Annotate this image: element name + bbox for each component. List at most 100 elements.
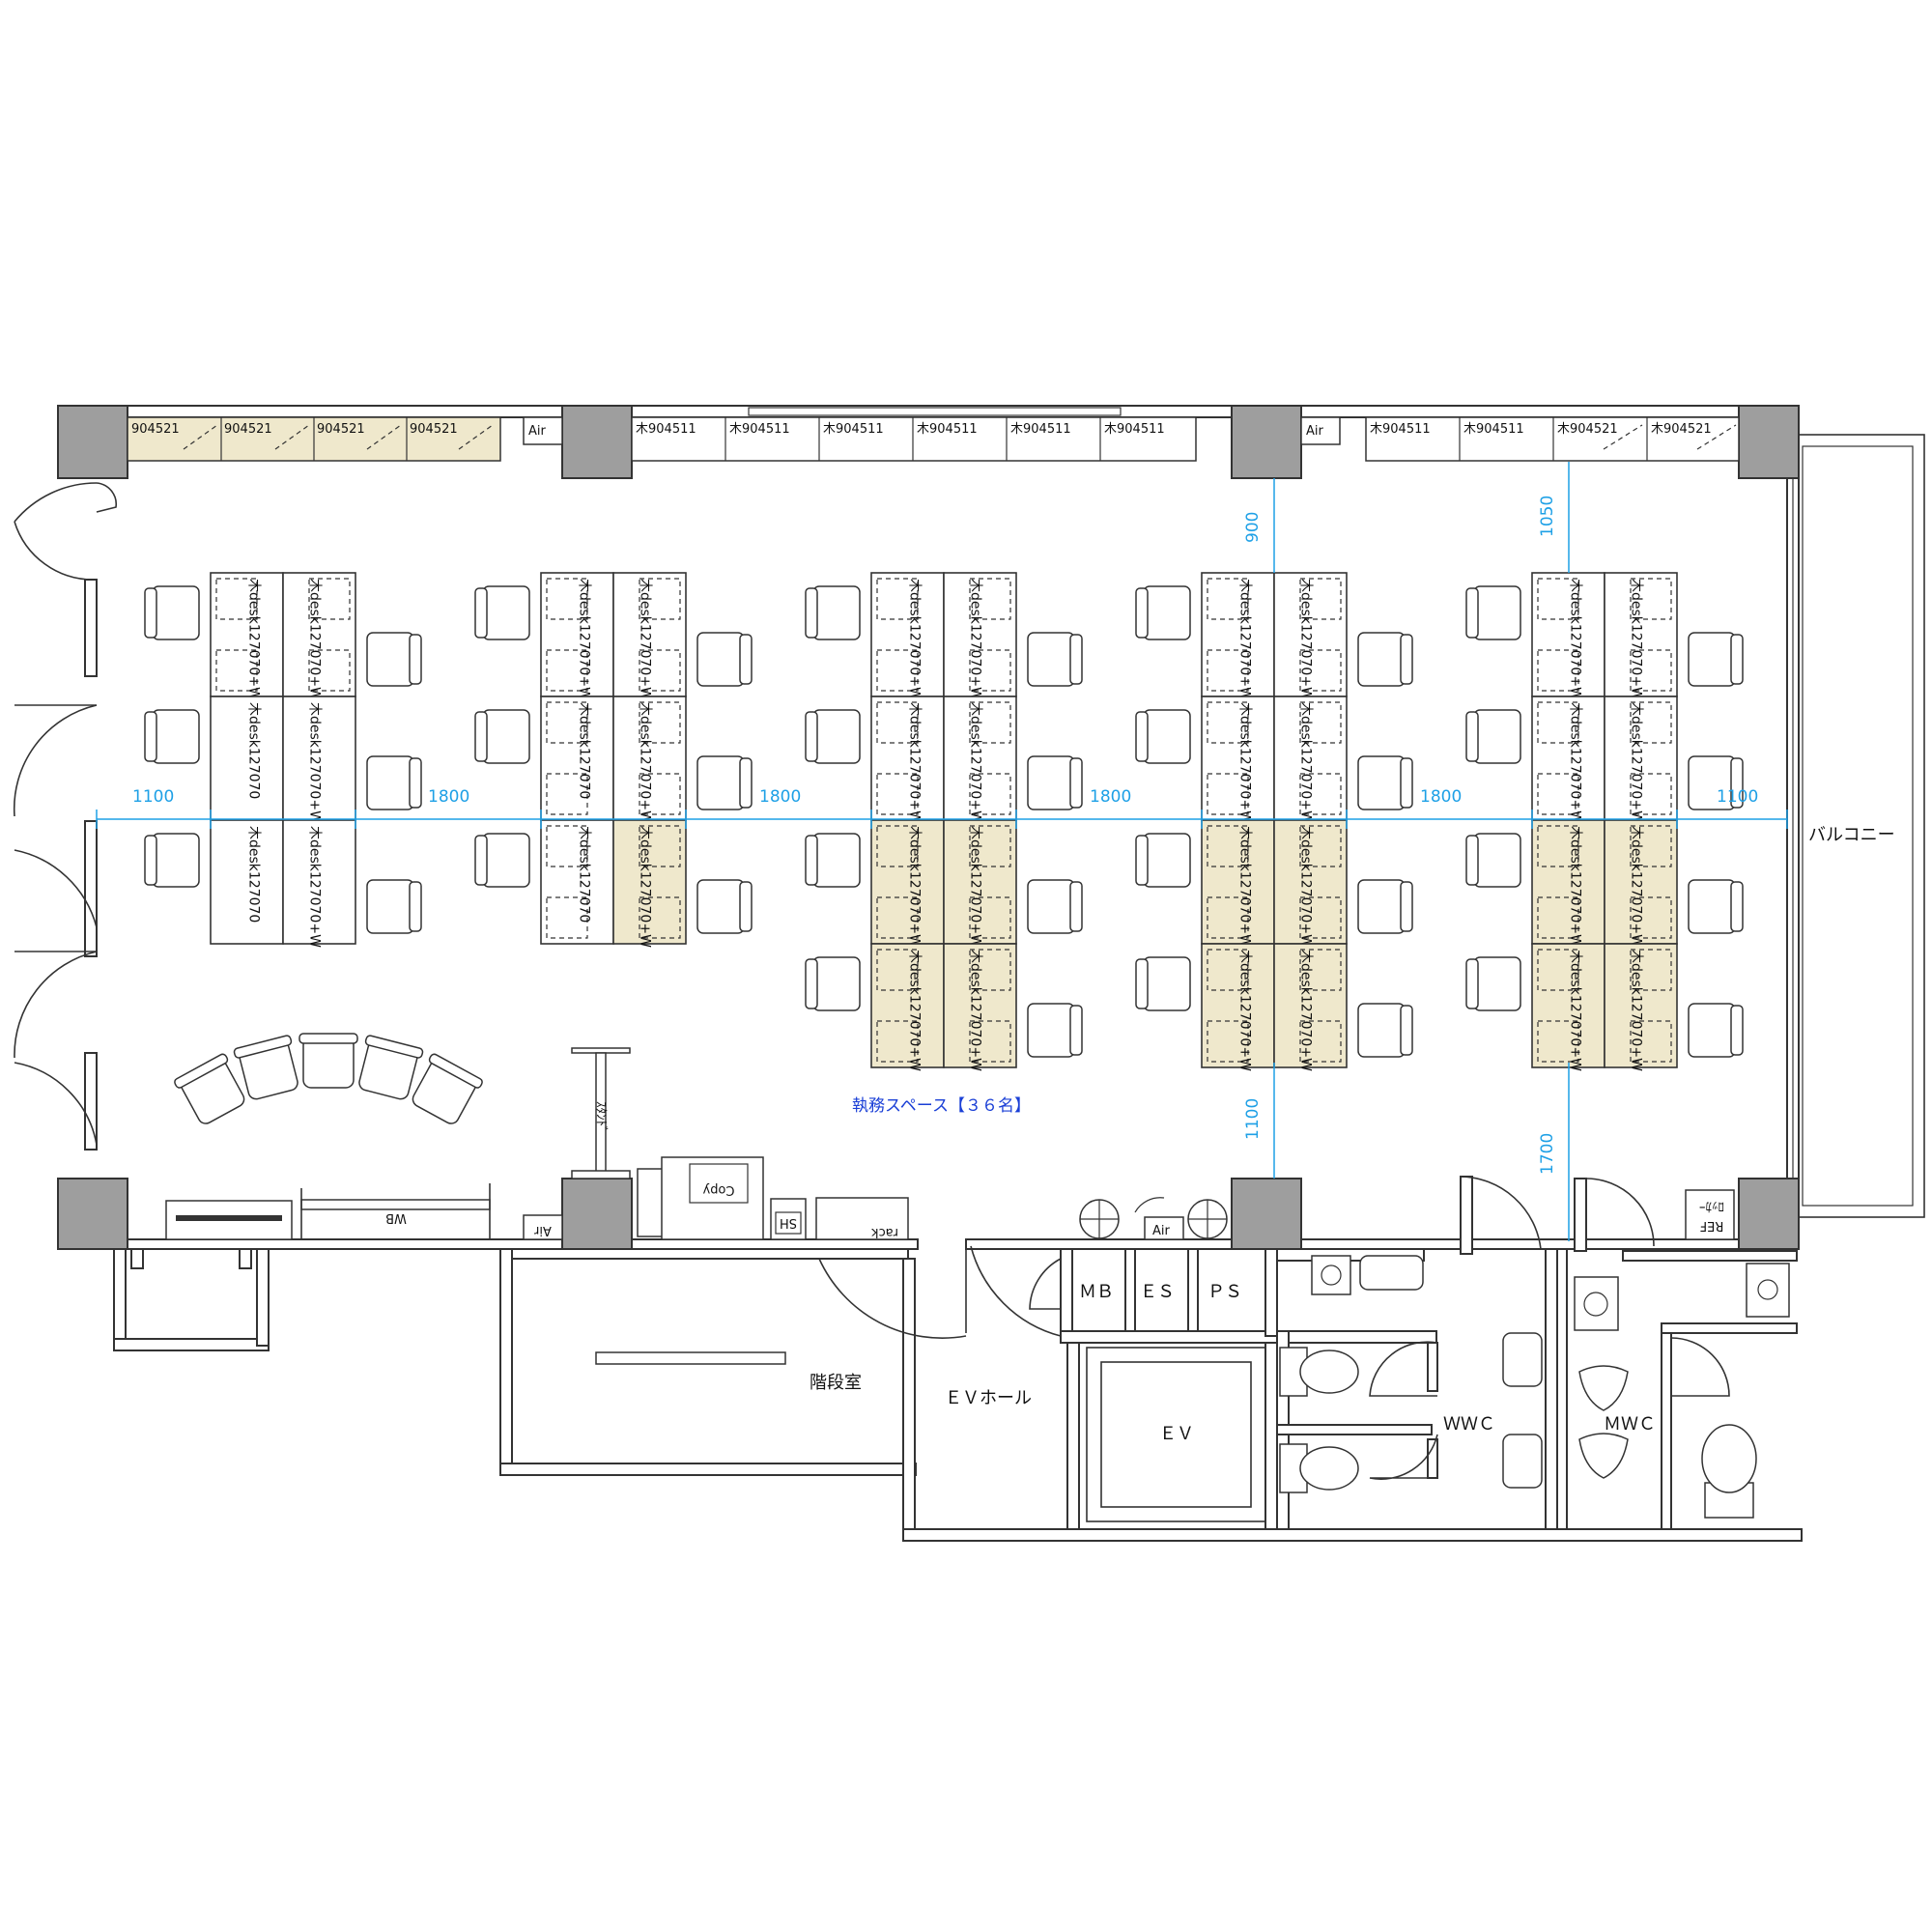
dim-label: 1700 bbox=[1538, 1133, 1557, 1175]
chair-icon bbox=[1465, 585, 1521, 640]
desk[interactable]: 木desk127070 bbox=[540, 819, 614, 945]
air-unit bbox=[1300, 416, 1341, 445]
cabinet-label: 木904511 bbox=[1463, 422, 1524, 437]
urinal-icon bbox=[1578, 1365, 1629, 1411]
chair-icon bbox=[474, 833, 530, 888]
copy-label: Copy bbox=[702, 1182, 734, 1197]
column bbox=[561, 1178, 633, 1250]
balcony: バルコニー bbox=[1798, 434, 1925, 1218]
chair-icon bbox=[1027, 632, 1083, 687]
desk-label: 木desk127070+W bbox=[968, 950, 983, 1071]
chair-icon bbox=[1135, 709, 1191, 764]
desk-label: 木desk127070+W bbox=[577, 579, 592, 700]
desk-label: 木desk127070+W bbox=[1237, 702, 1253, 824]
left-wall-seg-2 bbox=[84, 820, 98, 957]
desk-label: 木desk127070+W bbox=[1298, 579, 1314, 700]
cabinet-label: 904521 bbox=[317, 422, 365, 437]
whiteboard bbox=[300, 1199, 491, 1210]
desk[interactable]: 木desk127070+W bbox=[1273, 572, 1348, 700]
desk[interactable]: 木desk127070+W bbox=[943, 943, 1017, 1071]
desk[interactable]: 木desk127070+W bbox=[210, 572, 284, 700]
column bbox=[561, 405, 633, 479]
desk[interactable]: 木desk127070+W bbox=[612, 819, 687, 948]
desk-label: 木desk127070+W bbox=[968, 702, 983, 824]
copy-machine[interactable] bbox=[661, 1156, 764, 1240]
desk[interactable]: 木desk127070 bbox=[540, 696, 614, 821]
chair-icon bbox=[366, 879, 422, 934]
entrance-doors[interactable] bbox=[13, 482, 118, 1146]
desk[interactable]: 木desk127070+W bbox=[1201, 572, 1275, 700]
desk-label: 木desk127070 bbox=[577, 702, 592, 799]
workspace-label: 執務スペース【３６名】 bbox=[852, 1096, 1031, 1116]
desk[interactable]: 木desk127070+W bbox=[540, 572, 614, 700]
cabinet-label: 木904521 bbox=[1651, 422, 1712, 437]
desk[interactable]: 木desk127070+W bbox=[282, 572, 356, 700]
dim-label: 1800 bbox=[759, 787, 801, 807]
desk[interactable]: 木desk127070+W bbox=[943, 819, 1017, 948]
desk-label: 木desk127070 bbox=[246, 702, 262, 799]
desk[interactable]: 木desk127070+W bbox=[282, 819, 356, 948]
desk[interactable]: 木desk127070+W bbox=[1201, 696, 1275, 824]
cabinet-label: 904521 bbox=[131, 422, 180, 437]
desk[interactable]: 木desk127070+W bbox=[1531, 819, 1605, 948]
locker-label: ﾛｯｶｰ bbox=[1699, 1199, 1724, 1213]
desk[interactable]: 木desk127070+W bbox=[870, 819, 945, 948]
sink bbox=[1574, 1276, 1619, 1331]
desk[interactable]: 木desk127070+W bbox=[870, 696, 945, 824]
desk[interactable]: 木desk127070 bbox=[210, 696, 284, 821]
desk[interactable]: 木desk127070+W bbox=[1273, 696, 1348, 824]
chair-icon bbox=[1465, 709, 1521, 764]
left-wall-seg-3 bbox=[84, 1052, 98, 1151]
cabinet-label: 木904511 bbox=[1370, 422, 1431, 437]
desk-label: 木desk127070+W bbox=[1237, 579, 1253, 700]
desk[interactable]: 木desk127070+W bbox=[1273, 943, 1348, 1071]
desk-label: 木desk127070 bbox=[577, 826, 592, 923]
desk[interactable]: 木desk127070+W bbox=[1531, 943, 1605, 1071]
desk[interactable]: 木desk127070+W bbox=[1273, 819, 1348, 948]
desk[interactable]: 木desk127070+W bbox=[282, 696, 356, 824]
desk[interactable]: 木desk127070+W bbox=[1604, 696, 1678, 824]
desk[interactable]: 木desk127070+W bbox=[1201, 819, 1275, 948]
cabinet-label: 木904511 bbox=[729, 422, 790, 437]
rack-label: rack bbox=[871, 1225, 898, 1239]
desk-label: 木desk127070+W bbox=[1568, 826, 1583, 948]
desk[interactable]: 木desk127070+W bbox=[1604, 819, 1678, 948]
left-wall-seg-1 bbox=[84, 579, 98, 677]
rack bbox=[815, 1197, 909, 1240]
building-core: 階段室 ＥＶホール ＥＶ ＭＢ ＥＳ ＰＳ Air bbox=[113, 1176, 1803, 1542]
desk[interactable]: 木desk127070+W bbox=[612, 696, 687, 824]
desk-label: 木desk127070+W bbox=[1237, 826, 1253, 948]
desk[interactable]: 木desk127070+W bbox=[1604, 943, 1678, 1071]
desk-label: 木desk127070+W bbox=[1568, 950, 1583, 1071]
cabinet-label: 904521 bbox=[410, 422, 458, 437]
desk-label: 木desk127070+W bbox=[1568, 702, 1583, 824]
sink bbox=[1502, 1332, 1543, 1387]
desk[interactable]: 木desk127070+W bbox=[612, 572, 687, 700]
desk[interactable]: 木desk127070+W bbox=[1531, 572, 1605, 700]
air-label: Air bbox=[528, 424, 547, 439]
desk[interactable]: 木desk127070+W bbox=[1604, 572, 1678, 700]
cabinet-label: 904521 bbox=[224, 422, 272, 437]
chair-icon bbox=[696, 755, 753, 810]
dim-label: 900 bbox=[1243, 512, 1263, 543]
chair-icon bbox=[696, 879, 753, 934]
chair-icon bbox=[1688, 755, 1744, 810]
chair-icon bbox=[1688, 879, 1744, 934]
desk[interactable]: 木desk127070+W bbox=[1201, 943, 1275, 1071]
sink bbox=[1746, 1263, 1790, 1318]
desk[interactable]: 木desk127070+W bbox=[943, 572, 1017, 700]
chair-icon bbox=[474, 709, 530, 764]
column bbox=[1738, 1178, 1800, 1250]
sink bbox=[1359, 1255, 1424, 1291]
desk[interactable]: 木desk127070 bbox=[210, 819, 284, 945]
desk[interactable]: 木desk127070+W bbox=[943, 696, 1017, 824]
chair-icon bbox=[805, 585, 861, 640]
top-cabinets: 904521 904521 904521 904521 Air 木904511 … bbox=[127, 407, 1740, 462]
desk[interactable]: 木desk127070+W bbox=[870, 943, 945, 1071]
stair-handrail bbox=[595, 1351, 786, 1365]
air-unit bbox=[523, 1214, 563, 1240]
desk-label: 木desk127070+W bbox=[638, 579, 653, 700]
column bbox=[1231, 1178, 1302, 1250]
desk[interactable]: 木desk127070+W bbox=[870, 572, 945, 700]
desk[interactable]: 木desk127070+W bbox=[1531, 696, 1605, 824]
